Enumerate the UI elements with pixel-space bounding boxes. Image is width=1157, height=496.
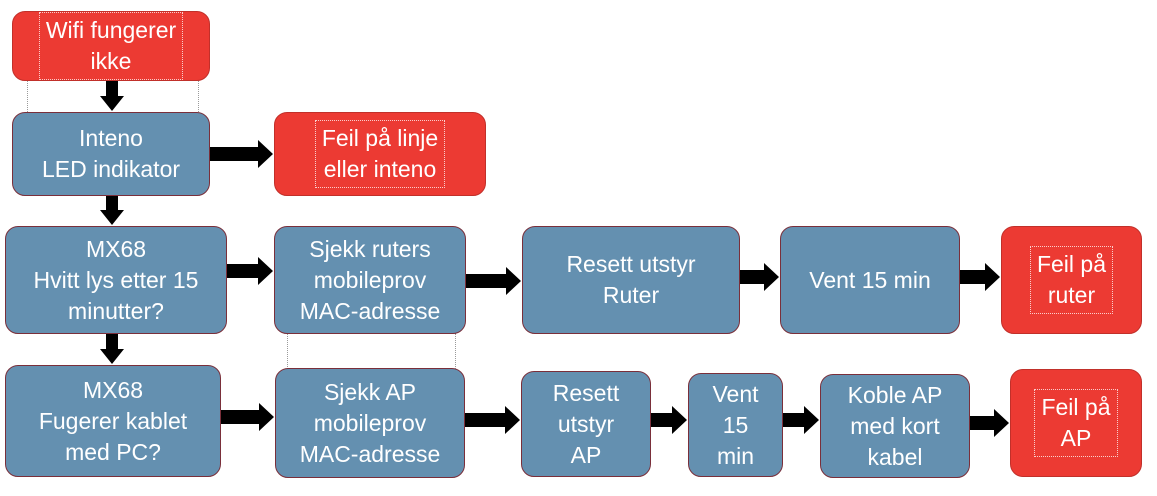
node-label: Sjekk AP mobileprov MAC-adresse	[299, 378, 441, 467]
guide-line	[198, 80, 199, 114]
node-resett-utstyr-ruter: Resett utstyr Ruter	[522, 226, 740, 334]
node-label: Feil på AP	[1034, 389, 1118, 457]
node-label: Wifi fungerer ikke	[38, 12, 184, 80]
arrow-right-sjekk-ruters-to-resett-ruter	[466, 267, 521, 295]
guide-line	[27, 80, 28, 114]
node-label: Sjekk ruters mobileprov MAC-adresse	[299, 235, 441, 324]
node-koble-ap-kort-kabel: Koble AP med kort kabel	[820, 374, 970, 478]
node-mx68-kablet: MX68 Fugerer kablet med PC?	[5, 365, 221, 477]
node-wifi-fungerer-ikke: Wifi fungerer ikke	[12, 11, 210, 81]
node-feil-pa-ap: Feil på AP	[1010, 369, 1142, 477]
node-label: MX68 Fugerer kablet med PC?	[38, 376, 188, 465]
arrow-right-sjekk-ap-to-resett-ap	[465, 406, 520, 434]
node-label: Vent 15 min	[712, 380, 759, 469]
node-vent-15-min: Vent 15 min	[780, 226, 960, 334]
arrow-right-mx68-to-sjekk-ruters	[227, 257, 273, 285]
arrow-right-inteno-to-feil-linje	[210, 140, 273, 168]
arrow-down-inteno-to-mx68	[100, 196, 124, 225]
node-resett-utstyr-ap: Resett utstyr AP	[521, 371, 651, 477]
node-feil-pa-linje: Feil på linje eller inteno	[274, 112, 486, 196]
node-sjekk-ruters-mac: Sjekk ruters mobileprov MAC-adresse	[274, 226, 466, 334]
node-label: Koble AP med kort kabel	[847, 381, 943, 470]
arrow-right-mx68-kablet-to-sjekk-ap	[221, 403, 274, 431]
arrow-right-vent-ap-to-koble-ap	[783, 406, 819, 434]
guide-line	[287, 333, 288, 369]
node-label: Feil på linje eller inteno	[314, 120, 446, 188]
node-label: MX68 Hvitt lys etter 15 minutter?	[33, 235, 199, 324]
node-sjekk-ap-mac: Sjekk AP mobileprov MAC-adresse	[275, 368, 465, 478]
arrow-right-vent-to-feil-ruter	[960, 263, 1000, 291]
node-label: Vent 15 min	[809, 266, 931, 293]
arrow-down-mx68-to-mx68-kablet	[100, 334, 124, 364]
node-mx68-hvitt-lys: MX68 Hvitt lys etter 15 minutter?	[5, 226, 227, 334]
node-label: Resett utstyr AP	[552, 379, 620, 468]
arrow-right-resett-ruter-to-vent	[740, 263, 779, 291]
node-label: Resett utstyr Ruter	[566, 251, 696, 308]
node-inteno-led-indikator: Inteno LED indikator	[12, 112, 210, 196]
arrow-down-wifi-to-inteno	[100, 81, 124, 111]
node-vent-15-min-ap: Vent 15 min	[688, 373, 783, 477]
node-label: Inteno LED indikator	[41, 125, 181, 182]
arrow-right-resett-ap-to-vent-ap	[651, 406, 687, 434]
arrow-right-koble-ap-to-feil-ap	[970, 409, 1009, 437]
node-label: Feil på ruter	[1029, 246, 1114, 314]
guide-line	[455, 333, 456, 369]
node-feil-pa-ruter: Feil på ruter	[1001, 226, 1142, 334]
